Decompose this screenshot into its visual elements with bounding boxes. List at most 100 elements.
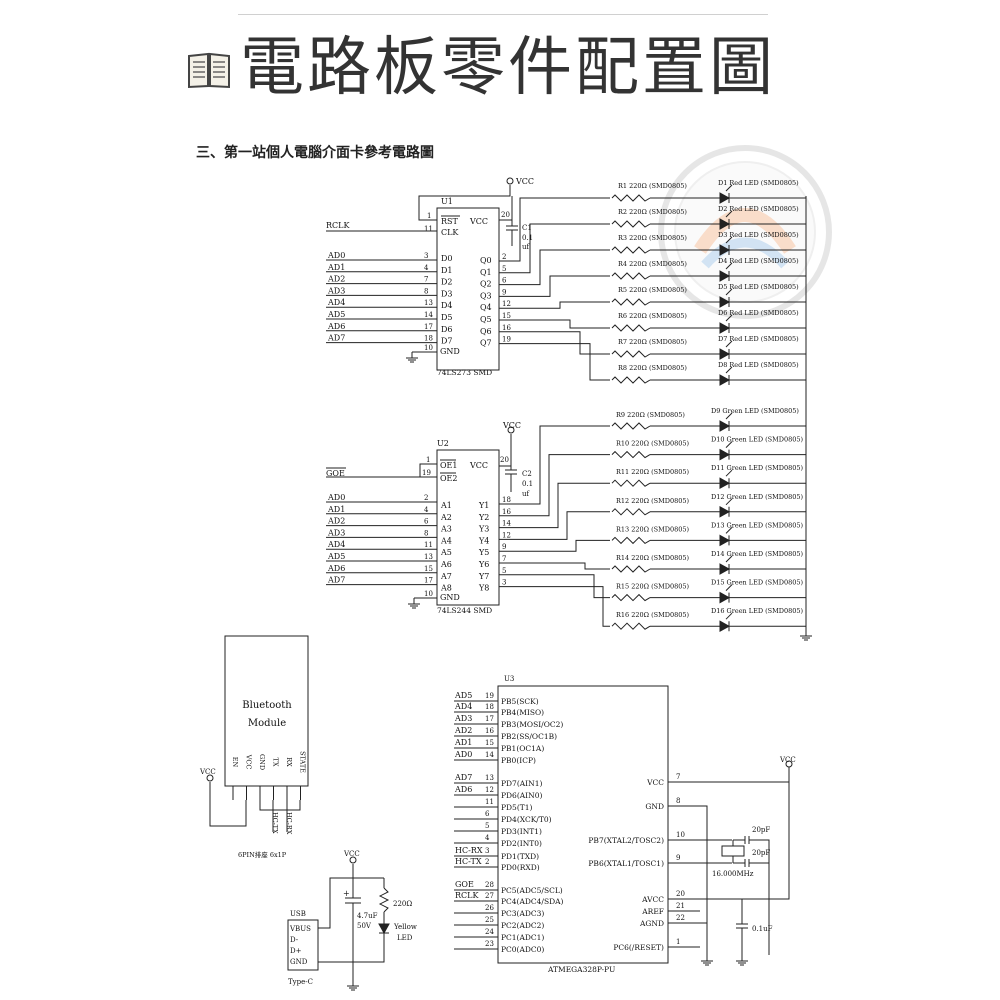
u1-output-wire	[499, 197, 610, 262]
u2-output-pinnum: 16	[502, 508, 511, 516]
u3-left-pinnum: 14	[485, 751, 494, 759]
vcc-u1	[506, 177, 514, 185]
u2-input-pinnum: 11	[424, 541, 433, 549]
book-icon	[188, 52, 230, 89]
u3-left-pin-name: PB4(MISO)	[501, 708, 544, 717]
u1-led-label: D3 Red LED (SMD0805)	[718, 231, 799, 239]
u3-left-pinnum: 15	[485, 739, 494, 747]
u3-right-pin-name: GND	[645, 802, 664, 811]
watermark-seal	[658, 145, 832, 319]
u1-input-name: D3	[441, 289, 453, 298]
u1-input-net: AD3	[327, 286, 345, 295]
u1-input-net: AD2	[327, 275, 345, 284]
u3-left-pinnum: 6	[485, 810, 490, 818]
u1-output-pinnum: 12	[502, 300, 511, 308]
u2-output-name: Y3	[478, 525, 489, 534]
u2-input-net: AD6	[327, 564, 345, 573]
u3-left-net: AD0	[454, 750, 472, 759]
u2-led-label: D11 Green LED (SMD0805)	[711, 464, 804, 472]
u2-led-ray	[725, 527, 733, 534]
u3-left-net: AD6	[454, 785, 472, 794]
u2-resistor	[611, 450, 651, 459]
u2-output-name: Y7	[478, 572, 489, 581]
u1-led-label: D7 Red LED (SMD0805)	[718, 335, 799, 343]
u2-resistor-label: R11 220Ω (SMD0805)	[616, 468, 689, 476]
u2-input-pinnum: 4	[424, 506, 429, 514]
u1-resistor-label: R7 220Ω (SMD0805)	[618, 338, 687, 346]
u1-resistor-label: R5 220Ω (SMD0805)	[618, 286, 687, 294]
u2-pin-oe1: OE1	[440, 461, 458, 470]
u1-led-ray	[725, 184, 733, 192]
u3-left-pin-name: PC2(ADC2)	[501, 921, 544, 930]
u1-resistor-label: R1 220Ω (SMD0805)	[618, 182, 687, 190]
u3-vcc-wire	[700, 767, 790, 783]
u1-input-name: D6	[441, 325, 453, 334]
u2-output-wire	[499, 482, 610, 529]
u1-pinnum-gnd: 10	[424, 344, 433, 352]
u1-input-name: D2	[441, 278, 453, 287]
u2-input-pinnum: 13	[424, 553, 433, 561]
u2-led-ray	[725, 612, 733, 620]
bluetooth-label-1: Bluetooth	[242, 700, 292, 711]
u3-left-net: AD1	[454, 738, 472, 747]
u3-left-pinnum: 28	[485, 881, 494, 889]
u3-right-pin-name: AREF	[641, 907, 664, 916]
u1-pinnum-clk: 11	[424, 225, 433, 233]
goe-label: GOE	[326, 469, 345, 478]
u1-led-label: D6 Red LED (SMD0805)	[718, 309, 799, 317]
u1-output-wire	[499, 343, 610, 381]
u1-led	[719, 322, 731, 334]
schematic-subtitle: 三、第一站個人電腦介面卡參考電路圖	[196, 145, 434, 161]
u1-output-wire	[499, 275, 610, 297]
u1-output-name: Q6	[480, 327, 492, 336]
u1-pinnum-rst: 1	[427, 212, 431, 220]
crystal-label: 16.000MHz	[712, 870, 754, 878]
u2-pin-gnd: GND	[440, 593, 460, 602]
u3-right-pinnum: 22	[676, 914, 685, 922]
u1-input-net: AD7	[327, 334, 345, 343]
u2-led-ray	[725, 555, 733, 563]
u1-resistor-label: R4 220Ω (SMD0805)	[618, 260, 687, 268]
u3-right-pinnum: 1	[676, 938, 680, 946]
u1-resistor	[611, 194, 651, 202]
u1-output-pinnum: 16	[502, 324, 511, 332]
u3-left-pinnum: 17	[485, 715, 494, 723]
usb-led-label-2: LED	[397, 934, 413, 942]
u3-left-pinnum: 11	[485, 798, 494, 806]
u2-input-name: A1	[440, 501, 452, 510]
c-usb-volt: 50V	[357, 922, 372, 930]
u2-ref: U2	[437, 439, 449, 448]
u2-resistor-label: R9 220Ω (SMD0805)	[616, 411, 685, 419]
u2-input-pinnum: 15	[424, 565, 433, 573]
crystal	[721, 845, 745, 857]
u1-output-name: Q1	[480, 268, 492, 277]
u2-output-name: Y2	[478, 513, 489, 522]
bt-hc-tx-label: HC-TX	[271, 812, 279, 834]
u3-right-pinnum: 10	[676, 831, 685, 839]
u3-left-pin-name: PC0(ADC0)	[501, 945, 544, 954]
u2-output-wire	[499, 539, 610, 552]
c-xtal-a-out	[749, 839, 770, 955]
u1-resistor	[611, 376, 651, 384]
u2-input-name: A8	[440, 584, 452, 593]
u1-input-pinnum: 14	[424, 311, 433, 319]
u2-led	[719, 620, 731, 633]
u2-pinnum-oe2: 19	[422, 469, 431, 477]
u1-led	[719, 218, 731, 230]
c2-val: 0.1	[522, 480, 533, 488]
u1-led-ray	[725, 262, 733, 270]
u1-ref: U1	[441, 197, 453, 206]
u3-left-pinnum: 25	[485, 916, 494, 924]
u1-output-pinnum: 15	[502, 312, 511, 320]
u2-led-label: D14 Green LED (SMD0805)	[711, 550, 804, 558]
u3-left-pinnum: 12	[485, 786, 494, 794]
u1-input-net: AD5	[327, 310, 345, 319]
u2-output-wire	[499, 511, 610, 540]
u2-input-name: A3	[440, 525, 452, 534]
c-usb-plus: +	[343, 889, 350, 898]
u1-chip	[436, 207, 500, 371]
usb-led	[378, 923, 390, 935]
u1-output-wire	[499, 301, 610, 309]
u2-led-label: D16 Green LED (SMD0805)	[711, 607, 804, 615]
u2-led-label: D15 Green LED (SMD0805)	[711, 579, 804, 587]
